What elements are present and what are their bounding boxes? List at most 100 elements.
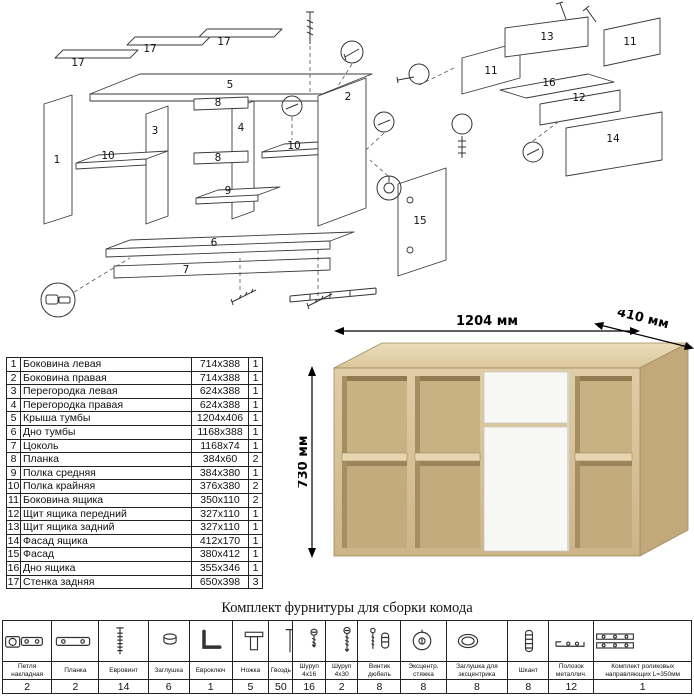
depth-label: 410 мм (615, 310, 670, 332)
part-qty: 1 (248, 506, 263, 522)
hardware-item-qty: 6 (147, 679, 190, 694)
dresser-side-face (639, 342, 689, 557)
shelf-left (75, 150, 169, 170)
part-qty: 1 (248, 424, 263, 440)
drawer-parts (461, 16, 663, 177)
part-number: 10 (6, 479, 21, 494)
hardware-item-qty: 12 (548, 679, 595, 694)
part-qty: 1 (248, 533, 263, 549)
part-name: Дно тумбы (20, 424, 192, 440)
part-qty: 1 (248, 397, 263, 413)
plate-icon (51, 620, 100, 662)
part-size: 384x380 (191, 465, 249, 481)
part-number-label: 11 (623, 36, 636, 48)
part-number-label: 10 (101, 150, 114, 162)
hardware-section: Комплект фурнитуры для сборки комода Пет… (1, 600, 692, 694)
part-size: 624x388 (191, 397, 249, 413)
hardware-item-qty: 5 (231, 679, 270, 694)
height-label: 730 мм (298, 436, 311, 489)
part-number-label: 15 (413, 215, 426, 227)
hardware-item-label: Гвоздь (268, 661, 294, 680)
hardware-item-label: Ножка (231, 661, 270, 680)
cam-cover-icon (445, 620, 509, 662)
part-name: Крыша тумбы (20, 411, 192, 426)
part-number-label: 17 (143, 43, 156, 55)
hardware-item-label: Планка (51, 661, 100, 680)
part-number-label: 14 (606, 133, 620, 145)
plank-lower (193, 150, 249, 165)
leader-lines (73, 46, 559, 296)
screw-detail (522, 141, 544, 163)
part-number: 13 (6, 520, 21, 535)
back-panel (126, 36, 211, 46)
hardware-item-label: Комплект роликовых направляющих L=350мм (593, 661, 692, 680)
part-size: 412x170 (191, 533, 249, 549)
screw-detail (582, 5, 597, 23)
drawer-side-right (603, 17, 661, 67)
part-number: 15 (6, 547, 21, 562)
partition-left (145, 105, 169, 225)
drawer-bottom (499, 73, 615, 99)
cabinet-panels (43, 28, 447, 279)
hardware-title: Комплект фурнитуры для сборки комода (221, 600, 473, 616)
hardware-icons-row (1, 620, 692, 662)
part-number: 1 (6, 357, 21, 372)
hardware-item-qty: 8 (357, 679, 402, 694)
drawer-front-shield (539, 89, 621, 126)
drawer-front (483, 371, 570, 424)
part-qty: 1 (248, 384, 263, 399)
part-name: Цоколь (20, 438, 192, 454)
part-number-label: 3 (152, 125, 159, 137)
part-number-label: 7 (183, 264, 190, 276)
shelf (574, 452, 633, 462)
screw-short-icon (292, 620, 326, 662)
hardware-item-label: Петля накладная (1, 661, 53, 680)
hardware-callouts (40, 1, 597, 318)
dimension-height (308, 366, 316, 558)
hardware-item-label: Заглушка для эксцентрика (445, 661, 509, 680)
hardware-item-label: Шуруп 4x16 (292, 661, 326, 680)
hardware-item-qty: 2 (51, 679, 100, 694)
metal-runner-icon (548, 620, 595, 662)
part-number-label: 5 (227, 79, 234, 91)
part-qty: 1 (248, 357, 263, 372)
part-qty: 1 (248, 370, 263, 386)
part-name: Перегородка левая (20, 384, 192, 399)
shelf (414, 452, 481, 462)
back-panel (54, 49, 139, 59)
hardware-item-qty: 1 (593, 679, 692, 694)
part-number-label: 8 (215, 97, 222, 109)
hardware-item-qty: 8 (445, 679, 509, 694)
part-qty: 1 (248, 560, 263, 576)
part-qty: 1 (248, 411, 263, 426)
part-number-label: 8 (215, 152, 222, 164)
part-number: 7 (6, 438, 21, 454)
confirmat-detail (340, 40, 364, 64)
screw-long-icon (324, 620, 359, 662)
left-side-panel (43, 94, 73, 225)
hardware-item-label: Винтик дюбель (357, 661, 402, 680)
hardware-item-label: Заглушка (147, 661, 190, 680)
hardware-item-label: Эксцентр. стяжка (400, 661, 447, 680)
part-size: 714x388 (191, 370, 249, 386)
hardware-item-qty: 8 (400, 679, 447, 694)
part-number-label: 2 (345, 91, 352, 103)
part-name: Полка крайняя (20, 479, 192, 494)
part-size: 624x388 (191, 384, 249, 399)
part-name: Щит ящика задний (20, 520, 192, 535)
nail-icon (268, 620, 294, 662)
part-number-label: 12 (572, 92, 585, 104)
bolt-detail (451, 113, 473, 135)
right-side-panel (317, 77, 367, 227)
